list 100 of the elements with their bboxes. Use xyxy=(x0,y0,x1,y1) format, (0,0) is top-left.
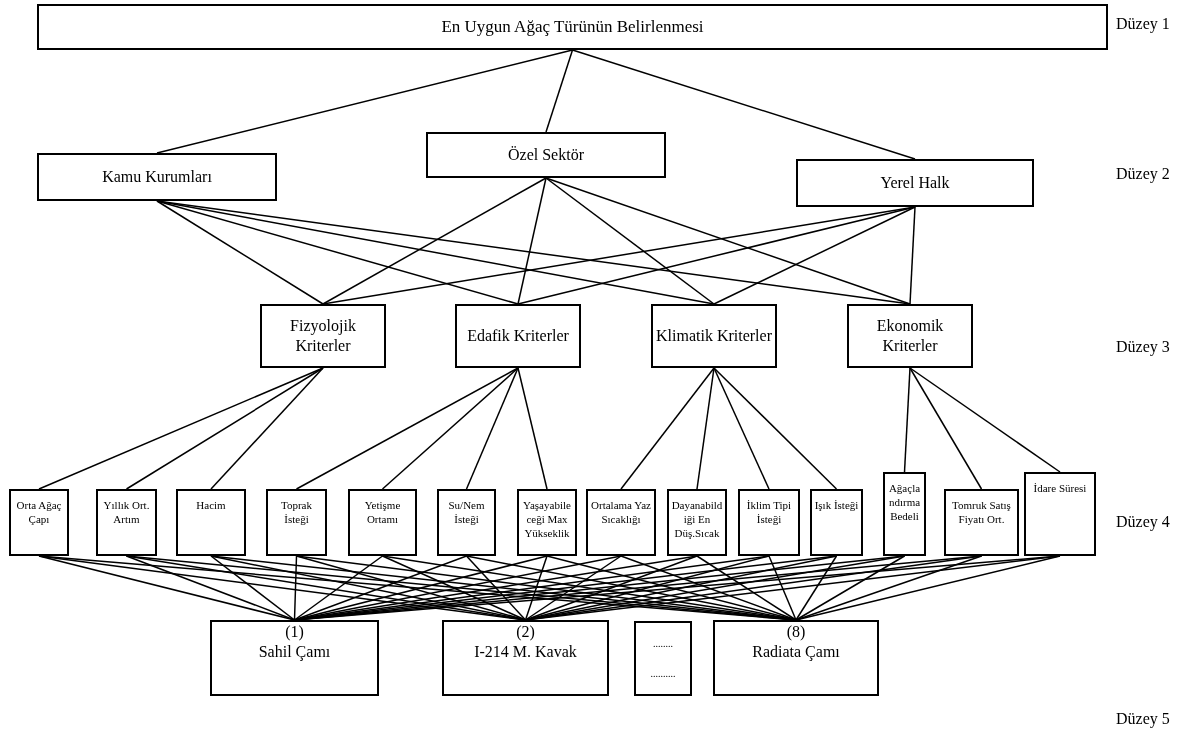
connector-line xyxy=(38,367,324,490)
connector-line xyxy=(125,555,296,621)
box-label: Fizyolojik Kriterler xyxy=(289,316,357,356)
box-label: Yıllık Ort. Artım xyxy=(102,499,151,527)
connector-line xyxy=(696,555,797,621)
box-label: Edafik Kriterler xyxy=(467,326,569,346)
connector-line xyxy=(545,49,574,133)
box-label: (1) xyxy=(285,622,304,642)
connector-line xyxy=(210,555,296,621)
connector-line xyxy=(381,367,519,490)
connector-line xyxy=(156,49,574,154)
hierarchy-box xyxy=(37,153,277,201)
connector-line xyxy=(571,49,916,160)
box-label: Ortalama Yaz Sıcaklığı xyxy=(590,499,652,527)
box-label: Hacim xyxy=(196,499,226,513)
box-label: (8) xyxy=(786,622,806,642)
connector-line xyxy=(713,367,770,490)
hierarchy-box xyxy=(651,304,777,368)
hierarchy-box xyxy=(738,489,800,556)
level-label: Düzey 5 xyxy=(1116,709,1170,730)
hierarchy-box xyxy=(847,304,973,368)
box-label: .......... xyxy=(650,666,676,681)
connector-line xyxy=(620,367,715,490)
box-label: Klimatik Kriterler xyxy=(656,326,772,346)
hierarchy-box xyxy=(586,489,656,556)
hierarchy-box xyxy=(426,132,666,178)
connector-line xyxy=(517,367,548,490)
connector-line xyxy=(125,367,324,490)
hierarchy-box xyxy=(713,620,879,696)
box-label: Ekonomik Kriterler xyxy=(875,316,945,356)
hierarchy-box xyxy=(944,489,1019,556)
hierarchy-box xyxy=(176,489,246,556)
hierarchy-box xyxy=(210,620,379,696)
connector-line xyxy=(293,555,298,621)
connector-line xyxy=(909,367,983,490)
box-label: Ağaçlandırma Bedeli xyxy=(887,482,922,524)
box-label: En Uygun Ağaç Türünün Belirlenmesi xyxy=(441,16,704,39)
connector-line xyxy=(381,555,527,621)
box-label: Toprak İsteği xyxy=(280,499,313,527)
box-label: İklim Tipi İsteği xyxy=(745,499,793,527)
connector-line xyxy=(795,555,1061,621)
box-label: Dayanabildiği En Düş.Sıcak xyxy=(671,499,723,541)
hierarchy-box xyxy=(348,489,417,556)
box-label: I-214 M. Kavak xyxy=(474,642,577,662)
connector-line xyxy=(524,555,698,621)
connector-line xyxy=(524,555,548,621)
hierarchy-box xyxy=(796,159,1034,207)
level-label: Düzey 1 xyxy=(1116,14,1170,35)
box-label: Sahil Çamı xyxy=(258,642,331,662)
hierarchy-box xyxy=(810,489,863,556)
box-label: Orta Ağaç Çapı xyxy=(15,499,63,527)
connector-line xyxy=(909,367,1061,473)
connector-line xyxy=(795,555,838,621)
connector-line xyxy=(696,367,715,490)
connector-line xyxy=(465,555,527,621)
hierarchy-box xyxy=(1024,472,1096,556)
connector-line xyxy=(465,367,519,490)
connector-line xyxy=(713,367,838,490)
box-label: Işık İsteği xyxy=(814,499,859,513)
box-label: Özel Sektör xyxy=(508,145,584,165)
box-label: Yetişme Ortamı xyxy=(363,499,402,527)
box-label: Kamu Kurumları xyxy=(102,167,212,187)
connector-line xyxy=(545,177,715,305)
connector-line xyxy=(322,177,547,305)
box-label: Su/Nem İsteği xyxy=(447,499,486,527)
hierarchy-box xyxy=(883,472,926,556)
box-label: Radiata Çamı xyxy=(752,642,840,662)
hierarchy-box xyxy=(442,620,609,696)
box-label: ........ xyxy=(653,636,673,651)
level-label: Düzey 2 xyxy=(1116,164,1170,185)
connector-line xyxy=(156,200,324,305)
hierarchy-box xyxy=(455,304,581,368)
connector-line xyxy=(713,206,916,305)
box-label: Yaşayabileceği Max Yükseklik xyxy=(522,499,572,541)
connector-line xyxy=(903,367,911,473)
hierarchy-box xyxy=(260,304,386,368)
hierarchy-box xyxy=(9,489,69,556)
hierarchy-box xyxy=(667,489,727,556)
level-label: Düzey 4 xyxy=(1116,512,1170,533)
box-label: İdare Süresi xyxy=(1033,482,1087,496)
level-label: Düzey 3 xyxy=(1116,337,1170,358)
hierarchy-box xyxy=(517,489,577,556)
hierarchy-box xyxy=(437,489,496,556)
connector-line xyxy=(524,555,622,621)
hierarchy-box xyxy=(37,4,1108,50)
connector-line xyxy=(295,367,519,490)
hierarchy-box xyxy=(96,489,157,556)
box-label: (2) xyxy=(516,622,535,642)
connector-line xyxy=(517,177,547,305)
connector-line xyxy=(768,555,797,621)
box-label: Yerel Halk xyxy=(880,173,950,193)
connector-line xyxy=(909,206,916,305)
connector-line xyxy=(545,177,911,305)
hierarchy-box xyxy=(266,489,327,556)
connector-line xyxy=(210,367,324,490)
box-label: Tomruk Satış Fiyatı Ort. xyxy=(951,499,1012,527)
connector-line xyxy=(293,555,468,621)
connector-line xyxy=(795,555,906,621)
connector-line xyxy=(293,555,384,621)
hierarchy-box xyxy=(634,621,692,696)
